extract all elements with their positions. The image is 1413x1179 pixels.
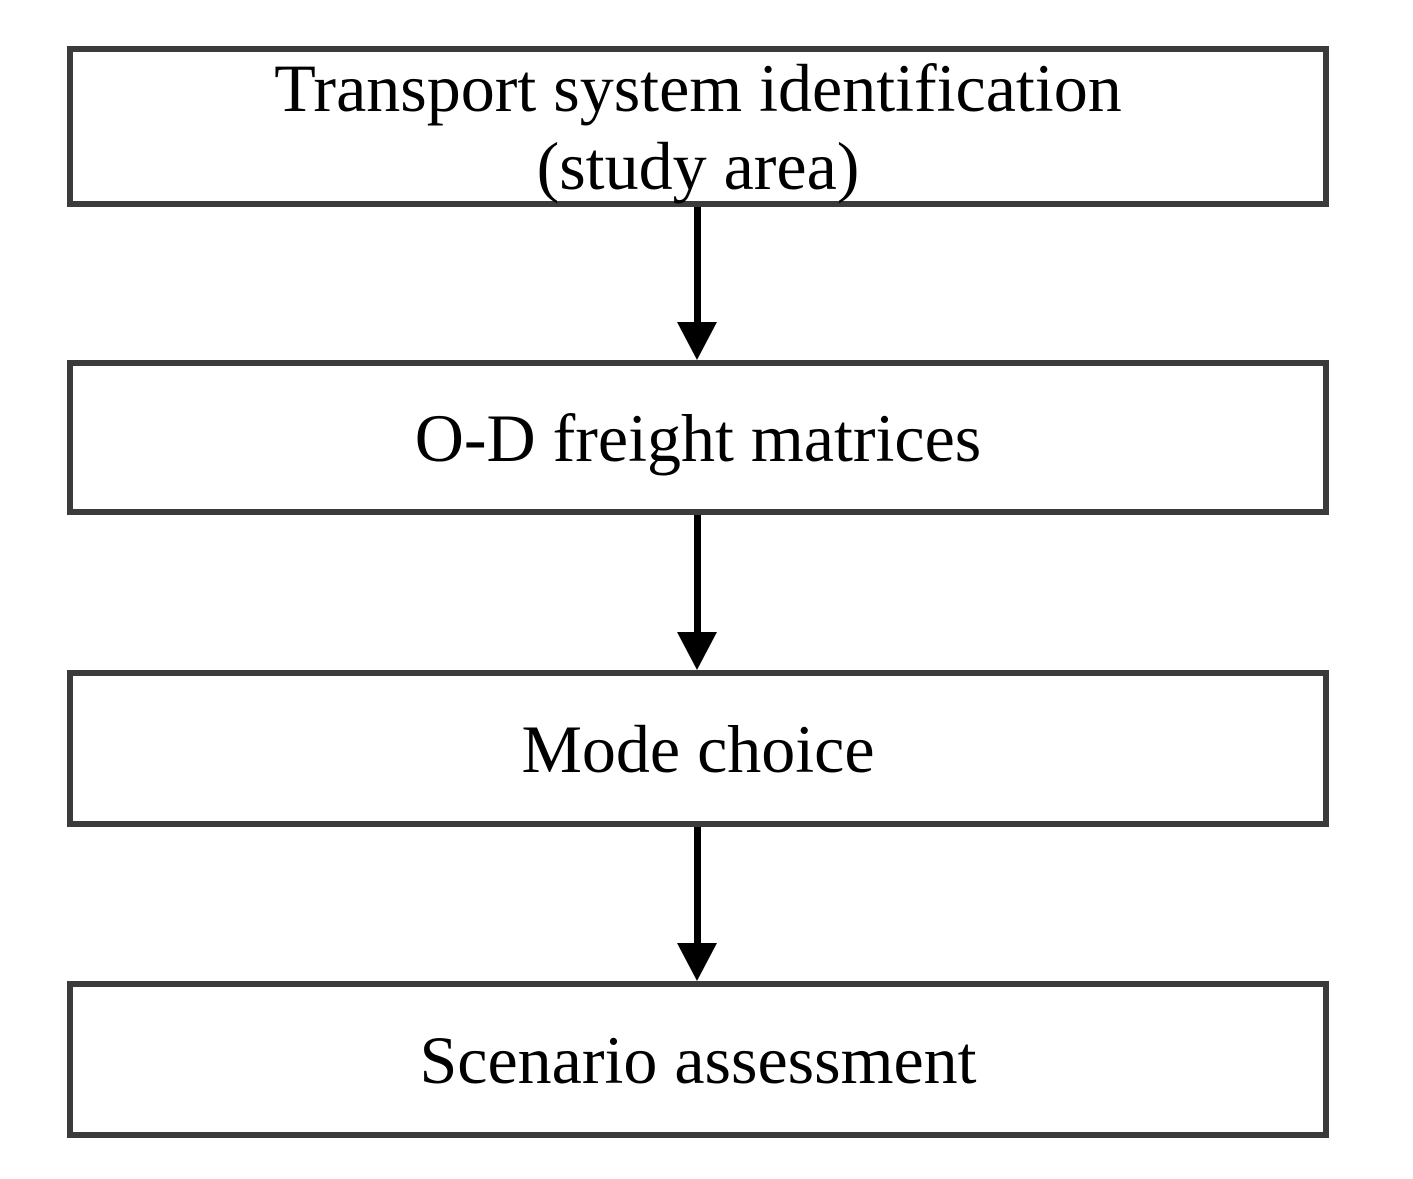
connector-arrow-down-2 (677, 515, 718, 670)
arrow-shaft (694, 827, 701, 947)
flow-box-label-line: (study area) (536, 127, 860, 204)
flow-box-label-line: Scenario assessment (419, 1021, 977, 1098)
flow-box-label-line: Transport system identification (274, 49, 1122, 126)
arrow-shaft (694, 207, 701, 326)
arrow-head (677, 943, 717, 981)
flow-box-scenario-assessment: Scenario assessment (67, 981, 1329, 1138)
flow-box-od-freight-matrices: O-D freight matrices (67, 360, 1329, 515)
arrow-head (677, 632, 717, 670)
flow-box-transport-system-identification: Transport system identification (study a… (67, 46, 1329, 207)
flow-box-mode-choice: Mode choice (67, 670, 1329, 827)
connector-arrow-down-3 (677, 827, 718, 981)
arrow-shaft (694, 515, 701, 636)
flow-box-label-line: O-D freight matrices (414, 399, 982, 476)
flow-box-label-line: Mode choice (521, 710, 875, 787)
connector-arrow-down-1 (677, 207, 718, 360)
arrow-head (677, 322, 717, 360)
